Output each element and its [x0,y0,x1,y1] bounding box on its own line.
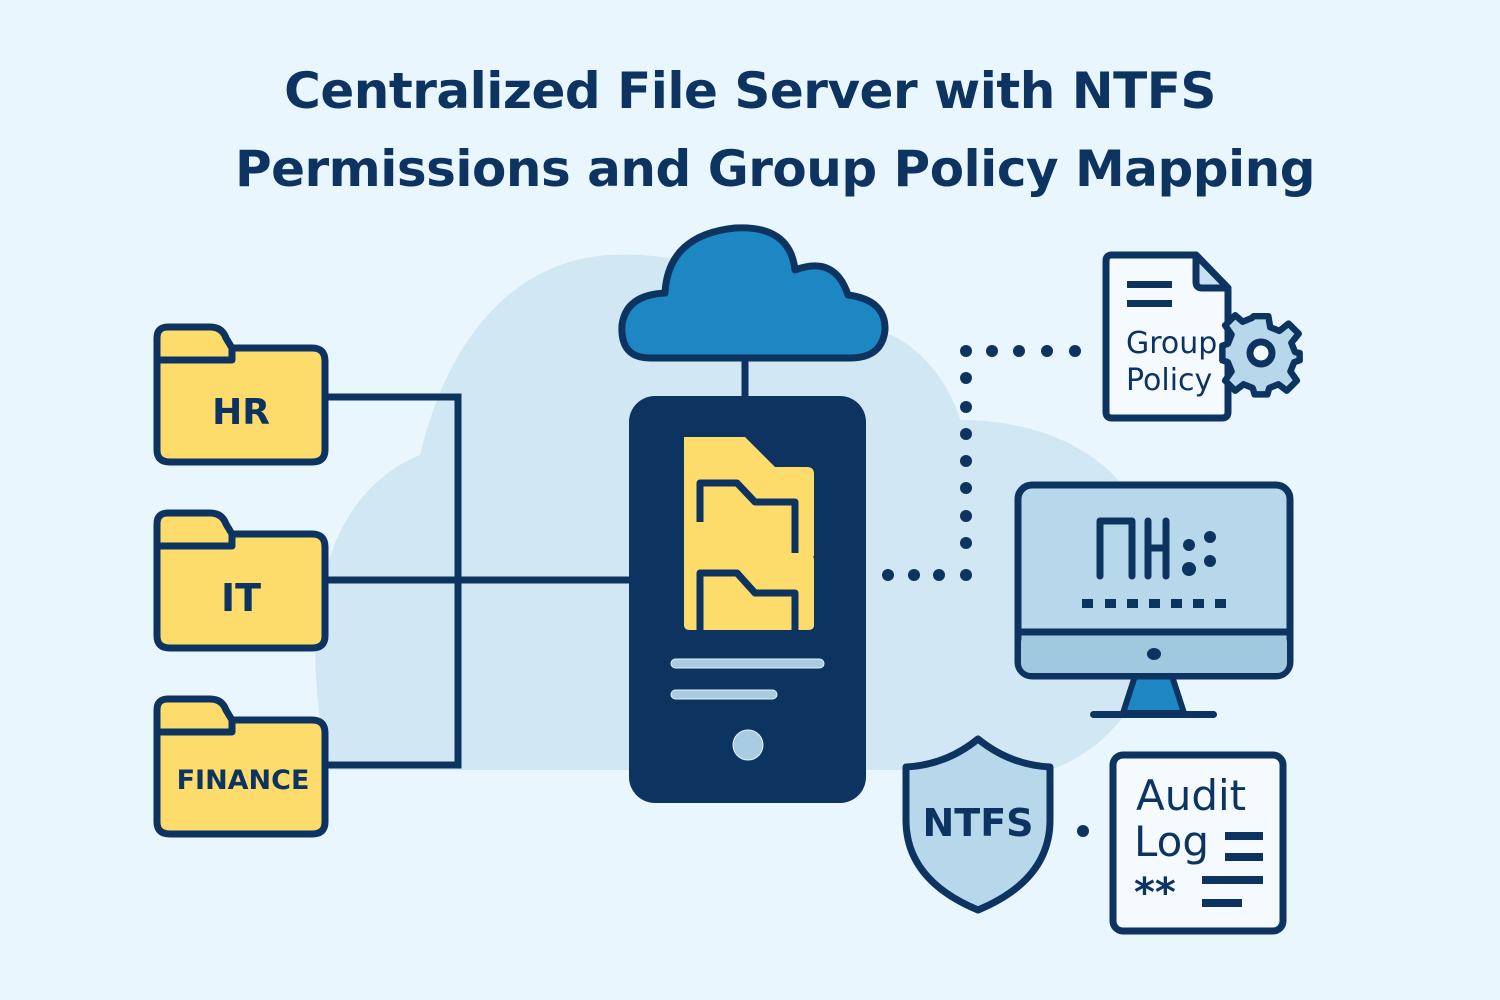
gear-icon [1219,312,1303,398]
shield-icon [902,735,1054,914]
cloud-icon [618,224,889,400]
page-title: Centralized File Server with NTFS Permis… [0,52,1500,208]
screen-glyph [1096,517,1170,580]
audit-log-line-1: Audit [1136,771,1246,820]
title-line-2: Permissions and Group Policy Mapping [234,140,1316,198]
log-document-icon [1109,751,1287,935]
folder-label-it: IT [221,576,261,620]
folder-label-hr: HR [212,392,270,433]
audit-log-line-3: ** [1134,870,1176,916]
drive-bay-2 [670,689,778,700]
group-policy[interactable]: Group Policy [1102,251,1303,422]
folder-hr[interactable]: HR [153,323,329,466]
folder-connectors [328,393,630,769]
log-lines [1202,832,1263,907]
ntfs-shield[interactable]: NTFS [902,735,1054,914]
screen-dots [1082,531,1226,608]
document-icon [1102,251,1232,422]
stacked-folders-icon [684,437,814,630]
file-server[interactable] [629,396,866,803]
title-line-1: Centralized File Server with NTFS [284,62,1216,120]
monitor-icon [1014,481,1294,718]
drive-bay-1 [670,658,825,669]
group-policy-line-2: Policy [1126,363,1212,398]
workstation[interactable] [1014,481,1294,718]
audit-log-line-2: Log [1134,817,1209,866]
audit-log[interactable]: Audit Log ** [1109,751,1287,935]
folder-finance[interactable]: FINANCE [153,695,329,838]
separator-dot [1077,825,1089,837]
dotted-connector [882,345,1081,581]
power-button [732,729,764,761]
group-policy-line-1: Group [1126,326,1217,361]
folder-label-finance: FINANCE [177,765,310,796]
folder-it[interactable]: IT [153,509,329,652]
ntfs-label: NTFS [922,801,1033,845]
